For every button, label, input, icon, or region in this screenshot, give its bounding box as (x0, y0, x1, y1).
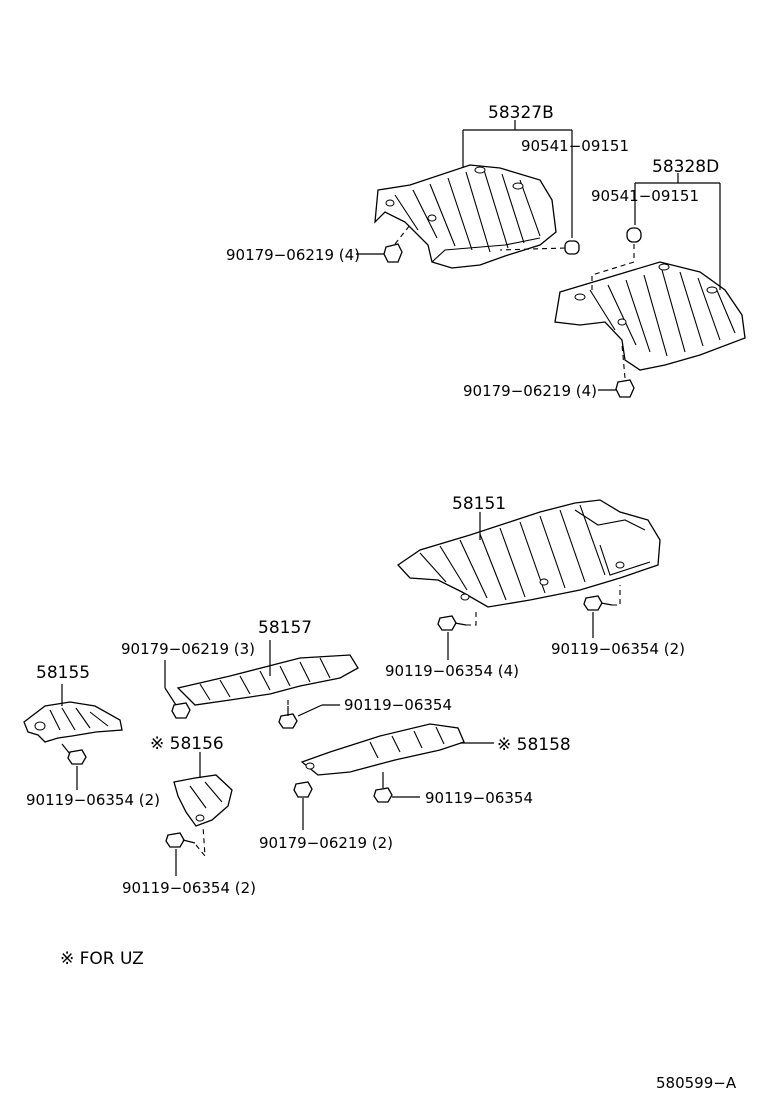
label-58155-bolt: 90119−06354 (2) (26, 791, 160, 809)
nut-90179-06219-58158 (293, 781, 313, 830)
nut-90179-06219-a (356, 224, 411, 263)
label-58328d-clip: 90541−09151 (591, 187, 699, 205)
label-58158-nut: 90179−06219 (2) (259, 834, 393, 852)
label-58328d-nut: 90179−06219 (4) (463, 382, 597, 400)
label-58151-bolt-b: 90119−06354 (2) (551, 640, 685, 658)
heat-insulator-58157 (176, 654, 359, 706)
bracket-58156 (173, 774, 233, 827)
label-diagram-id: 580599−A (656, 1074, 737, 1092)
label-58155: 58155 (36, 663, 90, 683)
label-58327b-clip: 90541−09151 (521, 137, 629, 155)
label-note: ※ FOR UZ (60, 949, 144, 969)
label-58156-bolt: 90119−06354 (2) (122, 879, 256, 897)
heat-insulator-58151 (397, 499, 661, 608)
leader-58327b (462, 120, 573, 238)
clip-90541-09151-a (499, 240, 580, 255)
label-58327b-nut: 90179−06219 (4) (226, 246, 360, 264)
label-58327b: 58327B (488, 103, 554, 123)
nut-90179-06219-b (598, 344, 635, 398)
label-58328d: 58328D (652, 157, 719, 177)
bolt-90119-06354-58156 (165, 825, 206, 876)
label-58157: 58157 (258, 618, 312, 638)
label-58158-bolt: 90119−06354 (425, 789, 533, 807)
clip-90541-09151-b (591, 227, 642, 290)
label-58158: ※ 58158 (497, 735, 571, 755)
heat-insulator-58158 (300, 723, 465, 776)
bolt-90119-06354-58151-b (583, 585, 621, 638)
nut-90179-06219-58157 (164, 660, 191, 719)
bolt-90119-06354-58155 (61, 743, 87, 790)
label-58151: 58151 (452, 494, 506, 514)
label-58157-nut: 90179−06219 (3) (121, 640, 255, 658)
label-58157-bolt: 90119−06354 (344, 696, 452, 714)
leader-58328d (634, 173, 721, 290)
bolt-90119-06354-58158 (373, 772, 420, 803)
bolt-90119-06354-58157 (278, 698, 340, 729)
label-58156: ※ 58156 (150, 734, 224, 754)
bolt-90119-06354-58151-a (437, 610, 477, 660)
heat-insulator-58328d (554, 261, 746, 371)
label-58151-bolt-a: 90119−06354 (4) (385, 662, 519, 680)
bracket-58155 (23, 701, 123, 743)
heat-insulator-58327b (374, 164, 557, 269)
